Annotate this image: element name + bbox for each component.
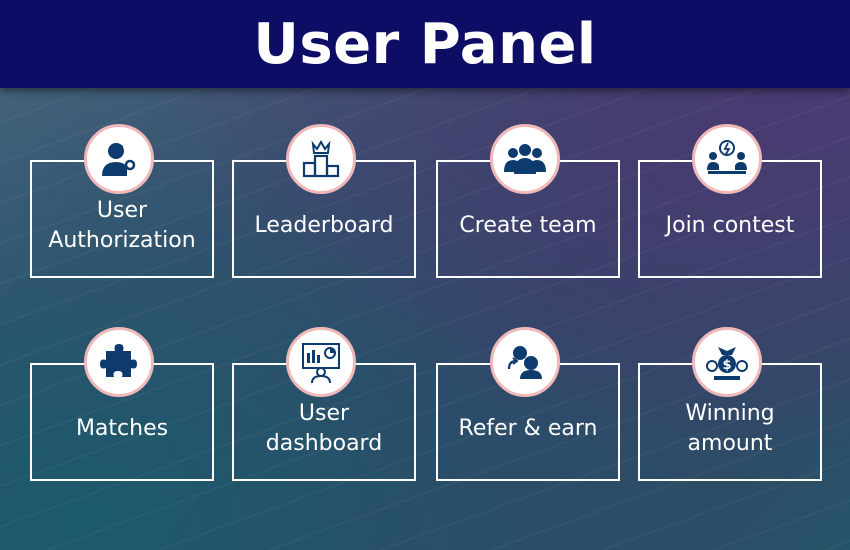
card-refer-earn[interactable]: Refer & earn xyxy=(436,363,620,481)
card-leaderboard[interactable]: Leaderboard xyxy=(232,160,416,278)
card-label: User Authorization xyxy=(48,198,196,253)
card-label: Join contest xyxy=(665,213,795,238)
card-label: Leaderboard xyxy=(254,213,394,238)
card-winning-amount[interactable]: Winning amount xyxy=(638,363,822,481)
card-label: Winning amount xyxy=(685,401,775,456)
card-join-contest[interactable]: Join contest xyxy=(638,160,822,278)
card-label: User dashboard xyxy=(265,401,383,456)
card-user-authorization[interactable]: User Authorization xyxy=(30,160,214,278)
money-prize-icon: $ xyxy=(692,327,762,397)
podium-crown-icon xyxy=(286,124,356,194)
header-bar: User Panel xyxy=(0,0,850,88)
card-label: Create team xyxy=(459,213,597,238)
contest-icon xyxy=(692,124,762,194)
dashboard-presenter-icon xyxy=(286,327,356,397)
card-label: Refer & earn xyxy=(458,416,598,441)
refer-people-icon xyxy=(490,327,560,397)
page-title: User Panel xyxy=(253,11,597,77)
team-icon xyxy=(490,124,560,194)
user-key-icon xyxy=(84,124,154,194)
card-label: Matches xyxy=(75,416,169,441)
svg-text:$: $ xyxy=(722,358,731,373)
card-user-dashboard[interactable]: User dashboard xyxy=(232,363,416,481)
puzzle-piece-icon xyxy=(84,327,154,397)
